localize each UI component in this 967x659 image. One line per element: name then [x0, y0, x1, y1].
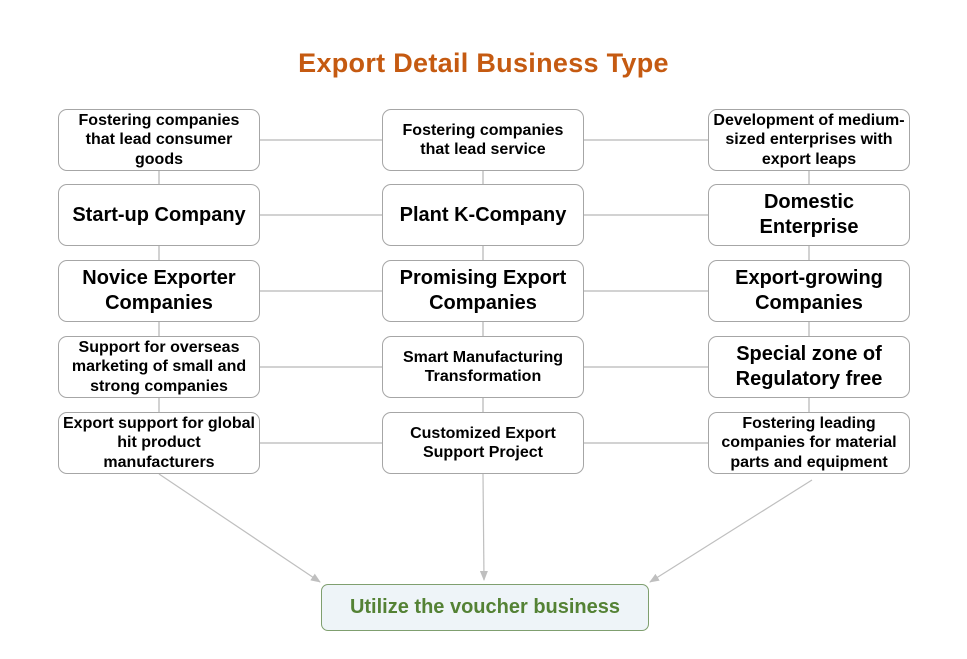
box-service-leaders: Fostering companies that lead service [382, 109, 584, 171]
voucher-business-box: Utilize the voucher business [321, 584, 649, 631]
left-arrow [158, 473, 321, 583]
diagram-title: Export Detail Business Type [298, 48, 669, 78]
box-start-up-company: Start-up Company [58, 184, 260, 246]
box-plant-k-company: Plant K-Company [382, 184, 584, 246]
box-novice-exporter: Novice Exporter Companies [58, 260, 260, 322]
box-smart-manufacturing: Smart Manufacturing Transformation [382, 336, 584, 398]
box-global-hit-product: Export support for global hit product ma… [58, 412, 260, 474]
box-consumer-goods-leaders: Fostering companies that lead consumer g… [58, 109, 260, 171]
right-arrow [649, 479, 813, 583]
box-domestic-enterprise: Domestic Enterprise [708, 184, 910, 246]
box-regulatory-free-zone: Special zone of Regulatory free [708, 336, 910, 398]
box-overseas-marketing-support: Support for overseas marketing of small … [58, 336, 260, 398]
box-material-parts-equipment: Fostering leading companies for material… [708, 412, 910, 474]
box-export-growing: Export-growing Companies [708, 260, 910, 322]
box-promising-export: Promising Export Companies [382, 260, 584, 322]
box-customized-export-support: Customized Export Support Project [382, 412, 584, 474]
box-medium-sized-enterprises: Development of medium-sized enterprises … [708, 109, 910, 171]
center-arrow [479, 473, 488, 581]
